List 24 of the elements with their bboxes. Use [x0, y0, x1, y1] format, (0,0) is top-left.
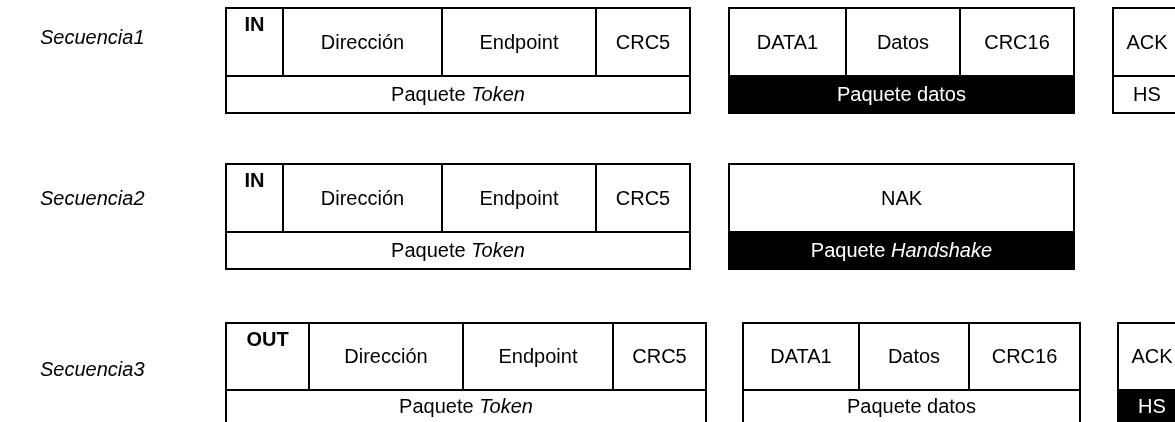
packet-name-bar: Paquete Handshake: [728, 231, 1075, 270]
packet-field: CRC16: [959, 7, 1075, 77]
packet-field: CRC5: [595, 163, 691, 233]
packet-name-bar: HS: [1112, 75, 1175, 114]
packet-field: CRC5: [595, 7, 691, 77]
sequence-label: Secuencia2: [40, 187, 145, 210]
packet-id-field: IN: [225, 163, 284, 233]
packet-field: DATA1: [742, 322, 860, 391]
sequence-label: Secuencia1: [40, 26, 145, 49]
packet-name-bar: Paquete datos: [742, 389, 1081, 422]
packet-field: ACK: [1112, 7, 1175, 77]
packet-id-field: OUT: [225, 322, 310, 391]
packet-field: DATA1: [728, 7, 847, 77]
packet-field: NAK: [728, 163, 1075, 233]
packet-field: ACK: [1117, 322, 1175, 391]
packet-name-bar: Paquete Token: [225, 231, 691, 270]
packet-id-field: IN: [225, 7, 284, 77]
packet-name-bar: Paquete Token: [225, 75, 691, 114]
packet-name-bar: HS: [1117, 389, 1175, 422]
packet-name-bar: Paquete datos: [728, 75, 1075, 114]
packet-field: CRC16: [968, 322, 1081, 391]
packet-name-bar: Paquete Token: [225, 389, 707, 422]
packet-field: CRC5: [612, 322, 707, 391]
sequence-label: Secuencia3: [40, 358, 145, 381]
